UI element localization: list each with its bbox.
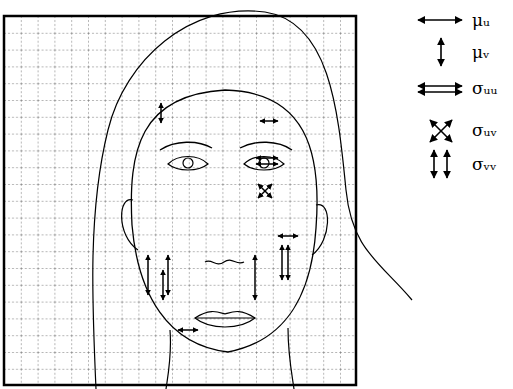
eyebrow (160, 142, 212, 150)
hair-outline (93, 11, 412, 389)
eye (168, 157, 208, 171)
legend-label: μᵤ (472, 12, 490, 29)
mouth (195, 312, 255, 328)
mouth (195, 318, 255, 319)
neck-line (166, 330, 171, 389)
legend-symbols (418, 20, 462, 178)
legend-label: σᵥᵥ (472, 156, 496, 173)
legend-label: σᵤᵥ (472, 122, 497, 139)
grid-border (4, 16, 356, 385)
eyebrow (240, 142, 292, 150)
grid (4, 16, 356, 385)
ear (122, 200, 138, 250)
face-outline (131, 90, 317, 352)
pupil (183, 158, 193, 168)
neck-line (288, 328, 294, 389)
eye (244, 157, 284, 171)
legend-label: σᵤᵤ (472, 80, 497, 97)
nose (205, 260, 244, 264)
pupil (259, 158, 269, 168)
legend-label: μᵥ (472, 44, 489, 61)
motion-arrows (148, 103, 298, 330)
ear (312, 205, 328, 255)
